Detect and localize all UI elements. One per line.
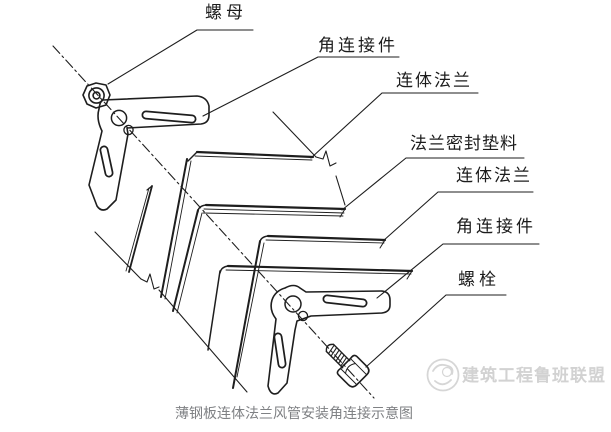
callout-corner-connector-bottom-label: 角连接件	[456, 217, 536, 236]
duct-wall-edge-band	[207, 264, 414, 351]
callout-bolt-label: 螺栓	[458, 270, 500, 289]
corner-connector-top	[88, 95, 210, 211]
corner-connector-bottom	[267, 284, 391, 395]
joined-flange-bottom-band	[232, 234, 387, 389]
callout-corner-connector-top-label: 角连接件	[318, 36, 398, 55]
callout-joined-flange-top-label: 连体法兰	[396, 71, 472, 90]
leader-lines	[107, 29, 540, 368]
duct-sheet-left-edges	[125, 185, 153, 273]
hex-bolt	[325, 343, 370, 388]
break-symbols	[94, 111, 346, 393]
callout-joined-flange-bottom-label: 连体法兰	[456, 166, 532, 185]
joined-flange-top-band	[160, 150, 315, 300]
diagram-caption: 薄钢板连体法兰风管安装角连接示意图	[175, 405, 413, 421]
gasket-band	[172, 203, 347, 314]
watermark-logo-icon	[426, 358, 460, 392]
hex-nut	[82, 82, 111, 109]
center-axis-line	[52, 45, 375, 399]
watermark-text: 建筑工程鲁班联盟	[462, 366, 606, 385]
flange-band-stack	[125, 150, 414, 389]
callout-flange-gasket-label: 法兰密封垫料	[410, 134, 518, 153]
callout-nut-label: 螺母	[205, 3, 247, 22]
